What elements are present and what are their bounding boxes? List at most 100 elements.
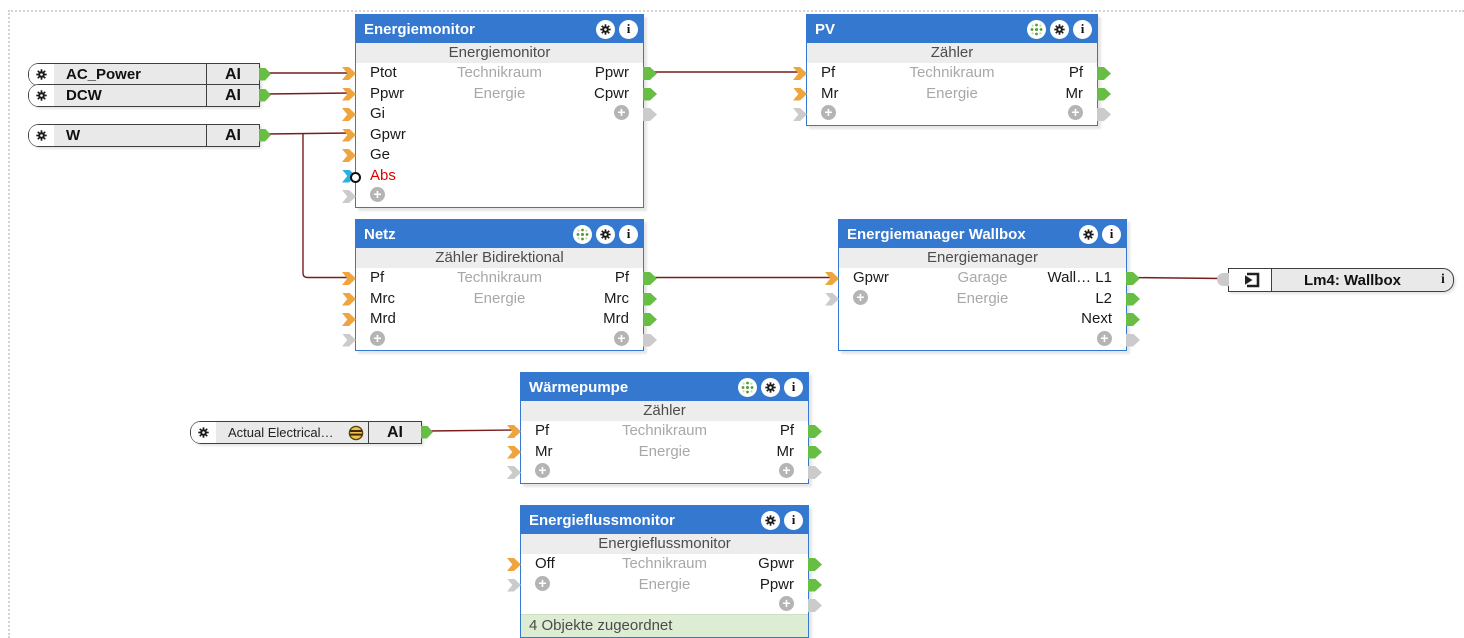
input-connector[interactable] [342,149,356,162]
output-connector[interactable] [1126,272,1140,285]
gear-icon[interactable] [596,224,615,244]
input-connector[interactable] [793,87,807,101]
block-waermepumpe[interactable]: Wärmepumpe i Zähler Technikraum Energie … [507,372,822,484]
source-block-dcw[interactable]: DCW AI [28,84,271,107]
block-subtitle: Zähler [807,43,1097,63]
add-connector[interactable] [1126,333,1140,347]
gear-icon[interactable] [29,64,54,85]
gear-icon[interactable] [1050,19,1069,39]
add-connector[interactable] [342,190,356,203]
info-icon[interactable]: i [619,19,638,39]
add-input-button[interactable]: + [370,330,385,346]
gear-icon[interactable] [29,85,54,106]
output-connector[interactable] [259,88,271,102]
input-connector[interactable] [342,292,356,306]
info-icon[interactable]: i [1102,224,1121,244]
add-connector[interactable] [643,333,657,347]
block-energiemonitor[interactable]: Energiemonitor i Energiemonitor Technikr… [342,14,657,208]
output-connector[interactable] [259,67,271,81]
input-connector[interactable] [342,128,356,142]
add-connector[interactable] [825,292,839,306]
input-connector[interactable] [342,87,356,101]
info-icon[interactable]: i [1441,272,1445,287]
visualization-icon[interactable] [738,377,757,397]
output-block-lm4-wallbox[interactable]: Lm4: Wallbox i [1217,268,1454,292]
add-output-button[interactable]: + [779,463,794,479]
add-output-button[interactable]: + [1097,330,1112,346]
add-input-button[interactable]: + [821,105,836,121]
output-connector[interactable] [808,425,822,438]
output-connector[interactable] [643,272,657,285]
gear-icon[interactable] [1079,224,1098,244]
output-connector[interactable] [643,87,657,101]
add-output-button[interactable]: + [779,596,794,612]
visualization-icon[interactable] [1027,19,1046,39]
output-connector[interactable] [808,558,822,571]
output-connector[interactable] [1097,87,1111,101]
source-block-w[interactable]: W AI [28,124,271,147]
block-header[interactable]: Wärmepumpe i [521,373,808,401]
input-connector[interactable] [825,272,839,285]
input-connector[interactable] [342,272,356,285]
gear-icon[interactable] [761,510,780,530]
add-connector[interactable] [342,333,356,347]
block-pv[interactable]: PV i Zähler Technikraum Energie Pf Mr + … [793,14,1111,126]
output-connector[interactable] [259,128,271,142]
visualization-icon[interactable] [573,224,592,244]
add-input-button[interactable]: + [535,575,550,591]
add-connector[interactable] [507,578,521,592]
input-connector[interactable] [342,67,356,80]
input-connector[interactable] [507,558,521,571]
add-output-button[interactable]: + [1068,105,1083,121]
add-input-button[interactable]: + [853,289,868,305]
block-header[interactable]: Energiemonitor i [356,15,643,43]
input-connector[interactable] [1217,273,1229,286]
block-header[interactable]: Netz i [356,220,643,248]
add-output-button[interactable]: + [614,330,629,346]
output-connector[interactable] [808,578,822,592]
block-energiemanager-wallbox[interactable]: Energiemanager Wallbox i Energiemanager … [825,219,1140,351]
output-connector[interactable] [421,425,433,439]
add-input-button[interactable]: + [535,463,550,479]
gear-icon[interactable] [29,125,54,146]
category-label: Energie [473,84,526,102]
add-connector[interactable] [808,599,822,612]
gear-icon[interactable] [761,377,780,397]
input-connector[interactable] [507,445,521,459]
block-header[interactable]: PV i [807,15,1097,43]
block-netz[interactable]: Netz i Zähler Bidirektional Technikraum … [342,219,657,351]
port-label: Mrd [603,310,629,327]
ai-badge: AI [368,422,421,443]
add-output-button[interactable]: + [614,105,629,121]
add-connector[interactable] [643,108,657,121]
output-connector[interactable] [643,313,657,326]
gear-icon[interactable] [191,422,216,443]
input-connector[interactable] [342,313,356,326]
add-connector[interactable] [507,466,521,479]
output-connector[interactable] [1126,313,1140,326]
source-block-actual-electrical[interactable]: Actual Electrical… AI [190,421,433,444]
add-input-button[interactable]: + [370,187,385,203]
output-connector[interactable] [643,67,657,80]
info-icon[interactable]: i [784,510,803,530]
info-icon[interactable]: i [619,224,638,244]
block-energieflussmonitor[interactable]: Energieflussmonitor i Energieflussmonito… [507,505,822,638]
block-header[interactable]: Energieflussmonitor i [521,506,808,534]
wire-actual-waermepumpe [427,429,517,432]
add-connector[interactable] [808,466,822,479]
output-connector[interactable] [643,292,657,306]
input-connector[interactable] [507,425,521,438]
info-icon[interactable]: i [1073,19,1092,39]
add-connector[interactable] [1097,108,1111,121]
output-connector[interactable] [1126,292,1140,306]
block-header[interactable]: Energiemanager Wallbox i [839,220,1126,248]
source-block-ac-power[interactable]: AC_Power AI [28,63,271,86]
input-connector[interactable] [342,108,356,121]
add-connector[interactable] [793,108,807,121]
input-connector[interactable] [793,67,807,80]
info-icon[interactable]: i [784,377,803,397]
gear-icon[interactable] [596,19,615,39]
output-connector[interactable] [808,445,822,459]
output-connector[interactable] [1097,67,1111,80]
